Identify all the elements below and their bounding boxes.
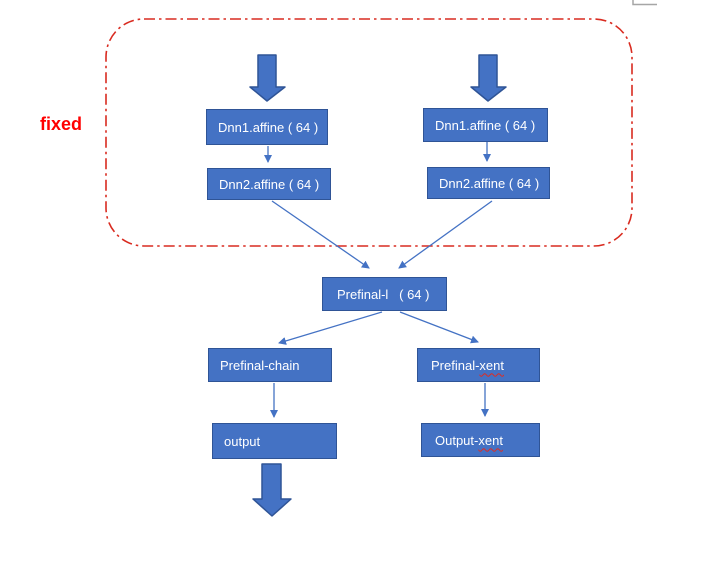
node-dnn2-left-label: Dnn2.affine ( 64 ) [219,176,320,192]
node-prefinal-xent-label-misspelled: xent [479,357,504,373]
node-dnn1-left-label: Dnn1.affine ( 64 ) [218,119,319,135]
connector-prefinal-chain [278,311,383,345]
input-arrow-right[interactable] [470,54,507,102]
node-output[interactable]: output [212,423,337,459]
fixed-label: fixed [40,114,83,134]
node-dnn1-right[interactable]: Dnn1.affine ( 64 ) [423,108,548,142]
node-dnn2-left[interactable]: Dnn2.affine ( 64 ) [207,168,331,200]
node-output-xent[interactable]: Output-xent [421,423,540,457]
node-dnn1-left[interactable]: Dnn1.affine ( 64 ) [206,109,328,145]
connector-dnn2right-prefinal [398,200,493,269]
node-output-xent-label-prefix: Output- [435,432,479,448]
node-dnn1-right-label: Dnn1.affine ( 64 ) [435,117,536,133]
node-dnn2-right-label: Dnn2.affine ( 64 ) [439,175,540,191]
node-output-xent-label-misspelled: xent [478,432,503,448]
input-arrow-left[interactable] [249,54,286,102]
connector-prefinal-xent [399,311,479,344]
node-dnn2-right[interactable]: Dnn2.affine ( 64 ) [427,167,550,199]
node-prefinal-chain-label: Prefinal-chain [220,357,300,373]
cropped-ui-corner [632,0,657,6]
node-output-label: output [224,433,261,449]
output-arrow[interactable] [252,463,292,517]
node-prefinal-xent[interactable]: Prefinal-xent [417,348,540,382]
node-prefinal-xent-label-prefix: Prefinal- [431,357,480,373]
node-prefinal-chain[interactable]: Prefinal-chain [208,348,332,382]
connector-dnn2left-prefinal [271,200,370,269]
node-prefinal-l-label: Prefinal-l ( 64 ) [337,286,430,302]
fixed-region-border[interactable] [105,18,633,247]
node-prefinal-l[interactable]: Prefinal-l ( 64 ) [322,277,447,311]
